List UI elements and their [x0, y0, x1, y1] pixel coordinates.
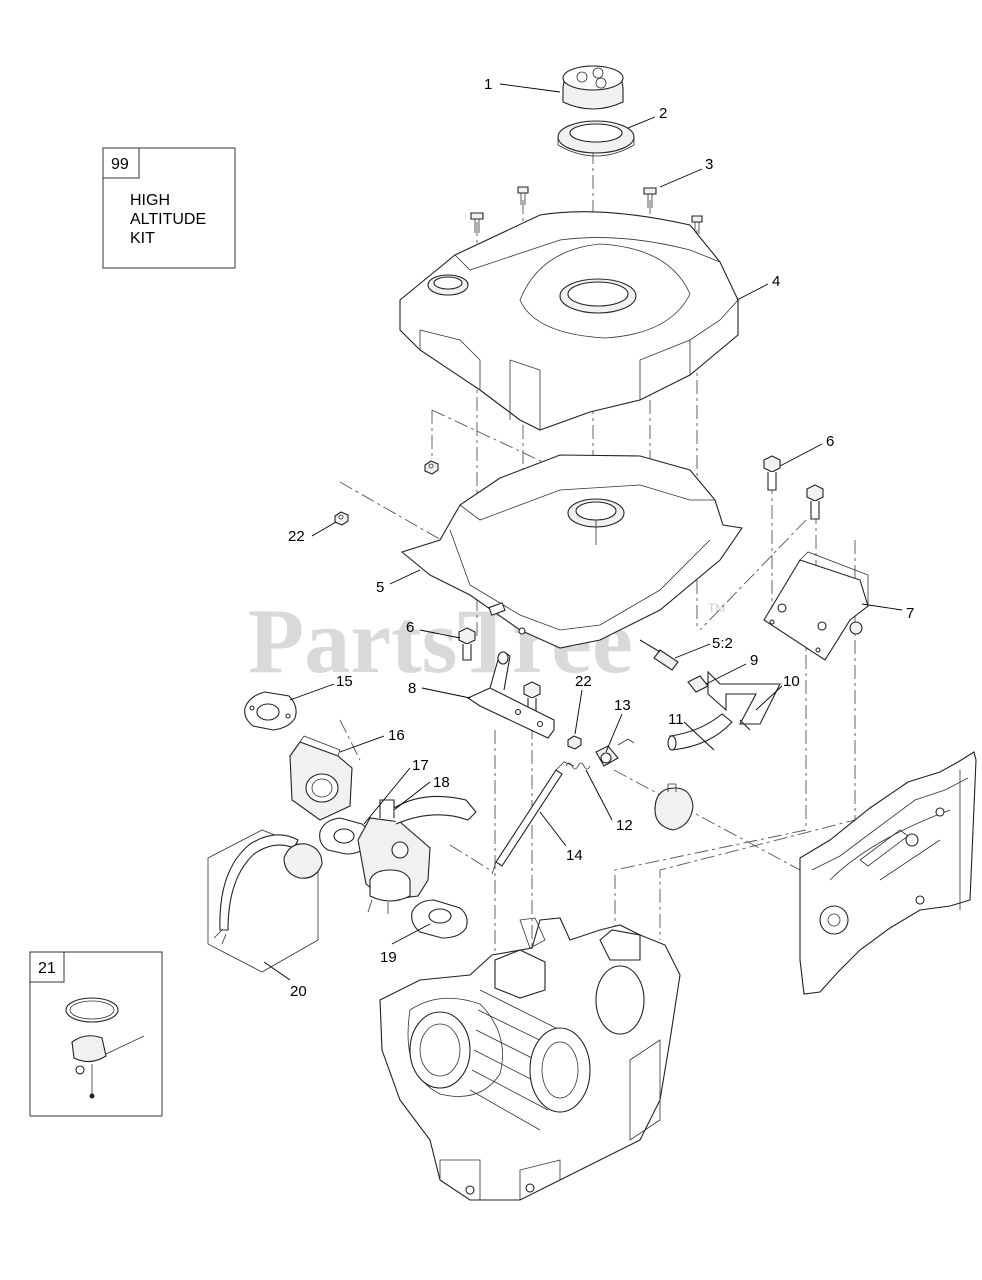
kit-box-21[interactable]: 21 [29, 951, 163, 1117]
callout-11[interactable]: 11 [668, 711, 715, 751]
callout-label: 22 [575, 673, 592, 690]
callout-label: 19 [380, 949, 397, 966]
callout-label: 13 [614, 697, 631, 714]
fuel-tank[interactable] [400, 454, 743, 649]
callout-label: 6 [826, 433, 834, 450]
fuel-tank-shroud[interactable] [399, 211, 739, 431]
cap-gasket[interactable] [557, 120, 635, 157]
callout-label: 8 [408, 680, 416, 697]
lever[interactable] [595, 738, 635, 767]
callout-4[interactable]: 4 [736, 273, 780, 301]
carburetor[interactable] [357, 795, 477, 914]
carburetor-gasket[interactable] [319, 817, 370, 855]
engine-block[interactable] [379, 917, 681, 1201]
callout-1[interactable]: 1 [484, 76, 561, 93]
callout-label: 18 [433, 774, 450, 791]
kit-box-number: 99 [111, 156, 129, 173]
callout-10[interactable]: 10 [755, 673, 800, 711]
callout-6-bolt[interactable]: 6 [406, 619, 461, 639]
callout-6-bracket[interactable]: 6 [779, 433, 834, 467]
callout-label: 5 [376, 579, 384, 596]
nut[interactable] [424, 460, 439, 475]
callout-label: 14 [566, 847, 583, 864]
fuel-cap[interactable] [562, 65, 624, 110]
callout-12[interactable]: 12 [585, 769, 633, 834]
callout-13[interactable]: 13 [605, 697, 631, 753]
callout-label: 10 [783, 673, 800, 690]
throttle-rod[interactable] [491, 761, 575, 875]
callout-9[interactable]: 9 [705, 652, 758, 685]
callout-label: 16 [388, 727, 405, 744]
mounting-bracket[interactable] [466, 651, 555, 739]
callout-label: 3 [705, 156, 713, 173]
callout-8[interactable]: 8 [408, 680, 471, 699]
callout-14[interactable]: 14 [539, 811, 583, 864]
callout-20[interactable]: 20 [263, 961, 307, 1000]
bowl-assembly [71, 1035, 107, 1063]
callout-19[interactable]: 19 [380, 923, 431, 966]
kit-box-99[interactable]: 99 HIGH ALTITUDE KIT [102, 147, 236, 269]
spring[interactable] [565, 762, 591, 770]
nut[interactable] [334, 511, 349, 526]
fuel-hose[interactable] [707, 670, 781, 731]
fuel-valve[interactable] [639, 639, 679, 671]
callout-22-center[interactable]: 22 [574, 673, 592, 735]
callout-label: 22 [288, 528, 305, 545]
bracket-bolts[interactable] [458, 455, 824, 713]
callout-label: 5:2 [712, 635, 733, 652]
kit-box-text-line-2: ALTITUDE [130, 211, 206, 228]
callout-2[interactable]: 2 [627, 105, 667, 129]
o-ring-seal [65, 997, 119, 1023]
nut[interactable] [567, 735, 582, 750]
callout-5-2[interactable]: 5:2 [674, 635, 733, 659]
callout-label: 2 [659, 105, 667, 122]
callout-7[interactable]: 7 [861, 603, 914, 622]
callout-label: 4 [772, 273, 780, 290]
callout-17[interactable]: 17 [363, 757, 429, 825]
callout-label: 17 [412, 757, 429, 774]
watermark-trademark: TM [708, 601, 725, 615]
hose-fitting[interactable] [687, 675, 709, 693]
callout-16[interactable]: 16 [339, 727, 405, 753]
kit-box-text-line-1: HIGH [130, 192, 170, 209]
air-cleaner-gasket[interactable] [411, 899, 468, 939]
callout-5[interactable]: 5 [376, 569, 421, 596]
kit-box-text-line-3: KIT [130, 230, 155, 247]
callout-22-left[interactable]: 22 [288, 521, 337, 545]
callout-label: 15 [336, 673, 353, 690]
choke-knob[interactable] [654, 783, 694, 831]
callout-label: 12 [616, 817, 633, 834]
callout-3[interactable]: 3 [659, 156, 713, 188]
callout-label: 9 [750, 652, 758, 669]
primer-bulb-kit[interactable] [207, 829, 323, 973]
fuel-line[interactable] [667, 713, 733, 751]
intake-gasket[interactable] [244, 691, 297, 731]
insulator[interactable] [289, 735, 353, 821]
callout-18[interactable]: 18 [393, 774, 450, 811]
callout-15[interactable]: 15 [289, 673, 353, 701]
tank-bracket[interactable] [763, 551, 869, 661]
callout-label: 6 [406, 619, 414, 636]
callout-label: 11 [668, 711, 684, 728]
kit-box-number: 21 [38, 960, 56, 977]
callout-label: 7 [906, 605, 914, 622]
callout-label: 20 [290, 983, 307, 1000]
blower-housing[interactable] [799, 751, 977, 995]
callout-label: 1 [484, 76, 492, 93]
